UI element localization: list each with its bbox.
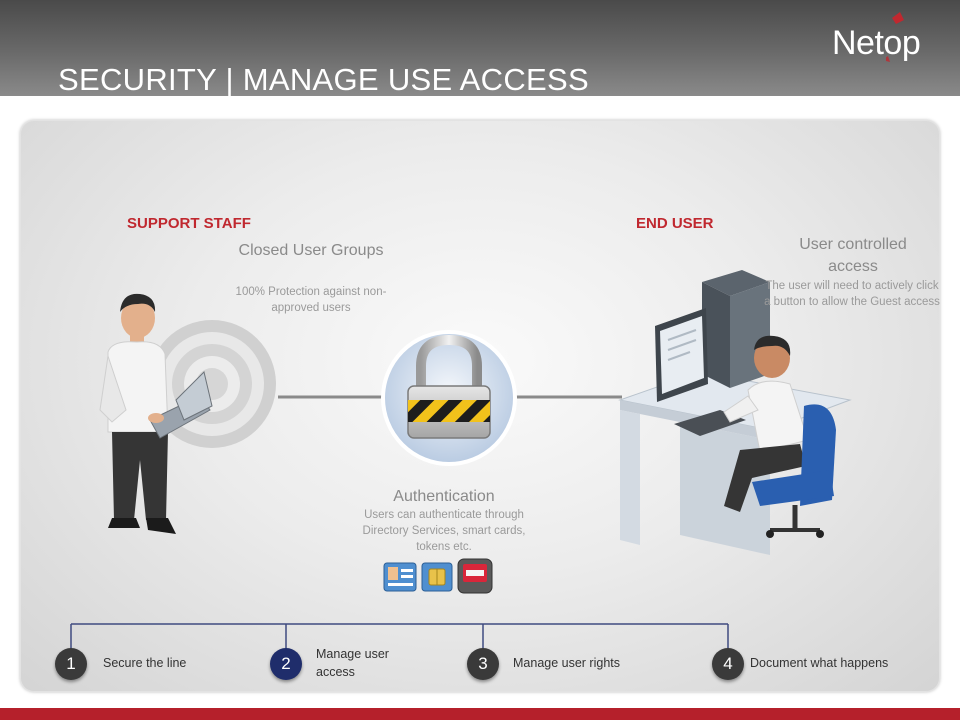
token-icon	[457, 558, 493, 594]
step-3-label: Manage user rights	[513, 656, 621, 670]
closed-user-groups-heading: Closed User Groups	[238, 242, 384, 259]
closed-user-groups-description: 100% Protection against non-approved use…	[235, 286, 387, 314]
logo-mark-icon	[886, 12, 904, 62]
support-staff-person	[99, 293, 213, 534]
timeline	[70, 623, 729, 650]
padlock-icon	[381, 330, 517, 466]
netop-logo: Netop	[832, 24, 921, 62]
step-4-label: Document what happens	[750, 656, 889, 670]
sim-card-icon	[421, 562, 453, 592]
support-staff-label: SUPPORT STAFF	[127, 215, 251, 232]
step-1-label: Secure the line	[103, 656, 187, 670]
header-bar	[0, 0, 960, 96]
end-user-workstation	[618, 270, 852, 555]
step-4-badge: 4	[712, 648, 744, 680]
authentication-description: Users can authenticate through Directory…	[362, 509, 526, 553]
step-2-label: Manage user access	[316, 647, 389, 679]
end-user-label: END USER	[636, 215, 714, 232]
step-2-badge: 2	[270, 648, 302, 680]
step-3-badge: 3	[467, 648, 499, 680]
footer-bar	[0, 708, 960, 720]
step-1-badge: 1	[55, 648, 87, 680]
user-controlled-access-description: The user will need to actively click a b…	[764, 280, 940, 308]
id-card-icon	[383, 562, 417, 592]
user-controlled-access-heading: User controlled access	[799, 236, 907, 275]
page-title: SECURITY | MANAGE USE ACCESS	[58, 62, 589, 97]
authentication-heading: Authentication	[393, 488, 495, 505]
